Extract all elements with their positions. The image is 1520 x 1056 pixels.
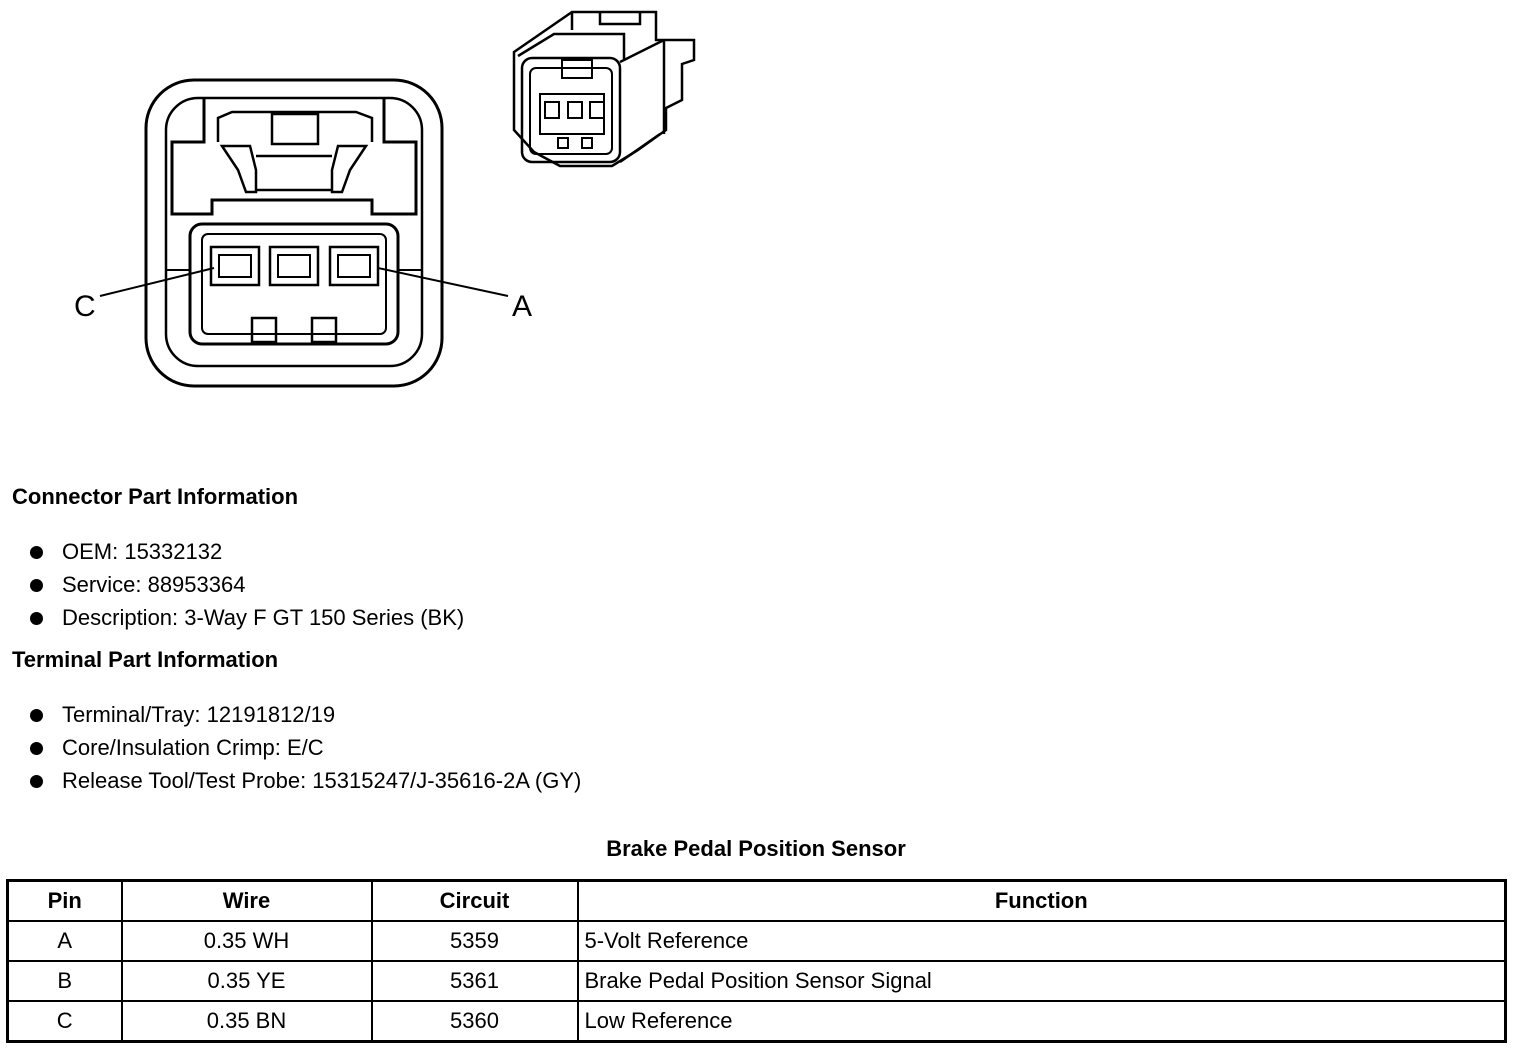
bullet-icon <box>30 579 43 592</box>
terminal-a <box>328 245 380 287</box>
terminal-cavity <box>188 222 400 346</box>
cell-pin: A <box>6 920 123 962</box>
table-header-row: Pin Wire Circuit Function <box>6 879 1507 922</box>
pinout-table: Pin Wire Circuit Function A 0.35 WH 5359… <box>6 879 1507 1043</box>
cell-wire: 0.35 WH <box>120 920 373 962</box>
cell-pin: C <box>6 1000 123 1043</box>
terminal-info-list: Terminal/Tray: 12191812/19 Core/Insulati… <box>26 698 581 797</box>
cell-function: 5-Volt Reference <box>576 920 1507 962</box>
cell-circuit: 5359 <box>370 920 579 962</box>
cell-circuit: 5361 <box>370 960 579 1002</box>
table-row: A 0.35 WH 5359 5-Volt Reference <box>6 920 1507 962</box>
list-item: Service: 88953364 <box>26 568 464 601</box>
terminal-c <box>209 245 261 287</box>
connector-isometric-view <box>512 10 696 168</box>
table-row: B 0.35 YE 5361 Brake Pedal Position Sens… <box>6 960 1507 1002</box>
bullet-icon <box>30 612 43 625</box>
table-title: Brake Pedal Position Sensor <box>606 836 906 861</box>
connector-info-list: OEM: 15332132 Service: 88953364 Descript… <box>26 535 464 634</box>
cell-function: Brake Pedal Position Sensor Signal <box>576 960 1507 1002</box>
pin-label-a: A <box>512 290 532 323</box>
header-function: Function <box>576 879 1507 922</box>
table-row: C 0.35 BN 5360 Low Reference <box>6 1000 1507 1043</box>
bullet-icon <box>30 546 43 559</box>
connector-inner-shell <box>164 96 424 368</box>
cell-function: Low Reference <box>576 1000 1507 1043</box>
list-item: Terminal/Tray: 12191812/19 <box>26 698 581 731</box>
header-wire: Wire <box>120 879 373 922</box>
cell-wire: 0.35 YE <box>120 960 373 1002</box>
list-item: Core/Insulation Crimp: E/C <box>26 731 581 764</box>
cell-pin: B <box>6 960 123 1002</box>
pin-label-c: C <box>74 290 96 323</box>
list-item: Release Tool/Test Probe: 15315247/J-3561… <box>26 764 581 797</box>
terminal-b <box>268 245 320 287</box>
header-pin: Pin <box>6 879 123 922</box>
cell-circuit: 5360 <box>370 1000 579 1043</box>
bullet-icon <box>30 775 43 788</box>
header-circuit: Circuit <box>370 879 579 922</box>
connector-latch <box>170 98 418 216</box>
cell-wire: 0.35 BN <box>120 1000 373 1043</box>
bullet-icon <box>30 709 43 722</box>
bullet-icon <box>30 742 43 755</box>
connector-info-heading: Connector Part Information <box>12 484 299 509</box>
list-item: Description: 3-Way F GT 150 Series (BK) <box>26 601 464 634</box>
list-item: OEM: 15332132 <box>26 535 464 568</box>
terminal-info-heading: Terminal Part Information <box>12 647 279 672</box>
connector-diagram: C A <box>74 10 696 388</box>
connector-outer-shell <box>144 78 444 388</box>
